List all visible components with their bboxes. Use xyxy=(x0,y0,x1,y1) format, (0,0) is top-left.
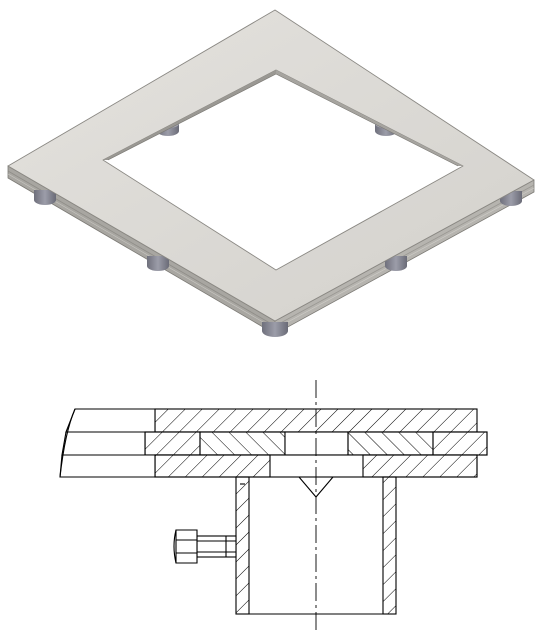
isometric-view xyxy=(7,9,535,337)
side-bolt xyxy=(173,529,237,564)
section-view xyxy=(59,380,488,632)
foot-front-left xyxy=(34,190,56,205)
tube-right-wall xyxy=(382,476,397,615)
tube-left-wall xyxy=(235,476,250,615)
opening-edge xyxy=(103,70,463,167)
foot-front-mid-right xyxy=(385,256,407,271)
plate-top xyxy=(7,9,535,322)
foot-front-right xyxy=(500,191,522,206)
section-linework xyxy=(59,408,488,615)
break-line xyxy=(59,408,76,478)
foot-front-mid-left xyxy=(147,256,169,271)
foot-front-bottom xyxy=(262,322,288,337)
